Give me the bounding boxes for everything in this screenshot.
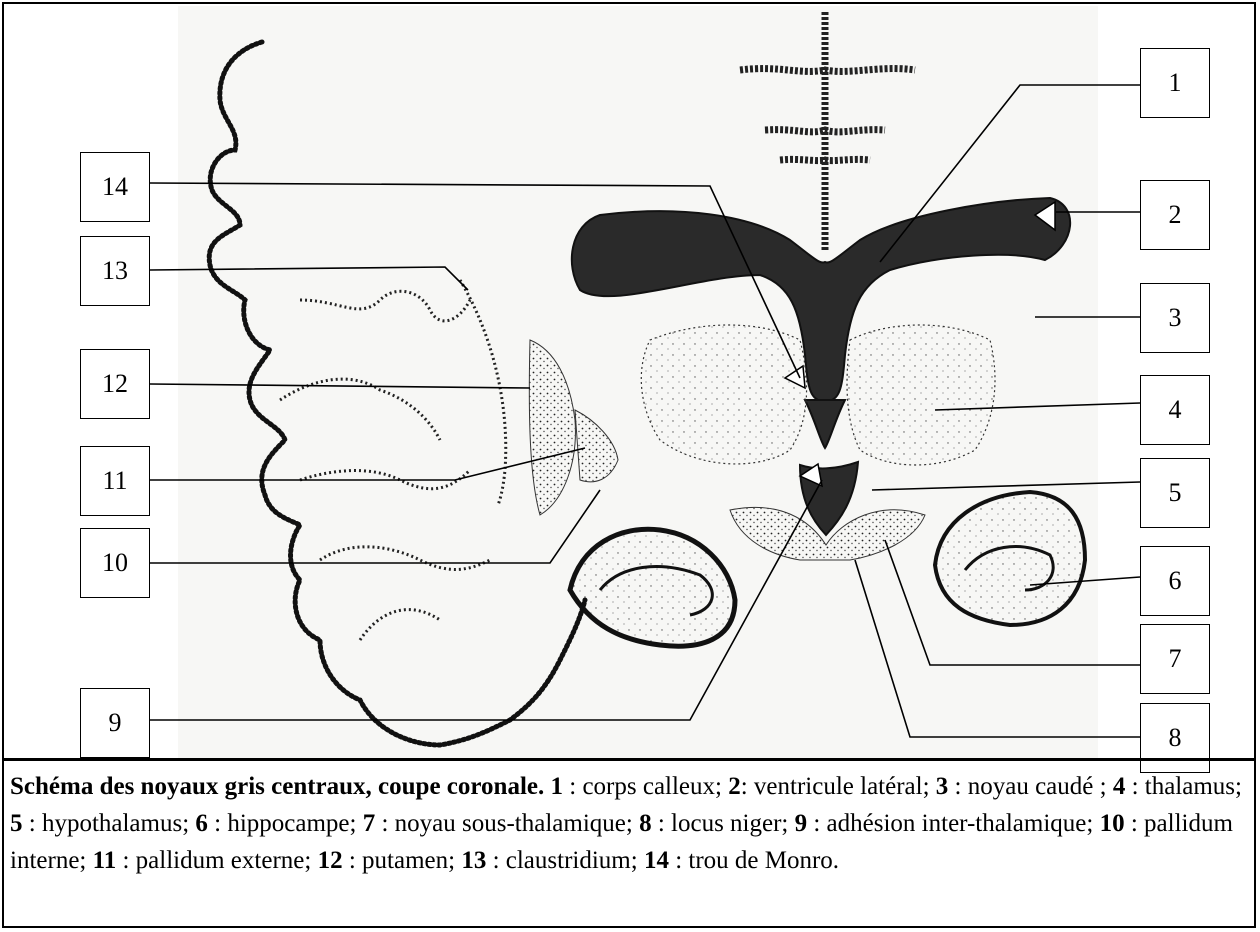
caption-text: : noyau sous-thalamique;	[375, 810, 639, 837]
caption-text: : hypothalamus;	[23, 810, 196, 837]
caption-text: : pallidum externe;	[116, 847, 317, 874]
label-5: 5	[1140, 458, 1210, 528]
brain-drawing	[0, 0, 1260, 760]
label-1: 1	[1140, 48, 1210, 118]
caption-num: 5	[10, 810, 23, 837]
label-12: 12	[80, 349, 150, 419]
figure-caption: Schéma des noyaux gris centraux, coupe c…	[10, 768, 1250, 879]
caption-text: : adhésion inter-thalamique;	[807, 810, 1099, 837]
caption-num: 4	[1113, 773, 1126, 800]
label-4: 4	[1140, 375, 1210, 445]
caption-num: 14	[644, 847, 669, 874]
caption-num: 2	[728, 773, 741, 800]
caption-num: 13	[461, 847, 486, 874]
caption-num: 11	[93, 847, 117, 874]
caption-num: 10	[1100, 810, 1125, 837]
label-6: 6	[1140, 546, 1210, 616]
caption-text: : locus niger;	[652, 810, 795, 837]
brain-coronal-diagram: 1 2 3 4 5 6 7 8 9 10 11 12 13 14	[0, 0, 1260, 760]
label-7: 7	[1140, 624, 1210, 694]
label-10: 10	[80, 528, 150, 598]
caption-num: 6	[195, 810, 208, 837]
caption-num: 8	[639, 810, 652, 837]
caption-text: : putamen;	[343, 847, 462, 874]
caption-text: : ventricule latéral;	[741, 773, 936, 800]
caption-num: 1	[551, 773, 564, 800]
caption-num: 9	[795, 810, 808, 837]
label-11: 11	[80, 446, 150, 516]
label-14: 14	[80, 152, 150, 222]
caption-num: 3	[936, 773, 949, 800]
caption-title: Schéma des noyaux gris centraux, coupe c…	[10, 773, 544, 800]
caption-num: 7	[363, 810, 376, 837]
caption-text: : hippocampe;	[208, 810, 363, 837]
caption-text: : trou de Monro.	[669, 847, 839, 874]
caption-divider	[2, 758, 1256, 761]
caption-text: : corps calleux;	[563, 773, 728, 800]
label-2: 2	[1140, 180, 1210, 250]
label-8: 8	[1140, 703, 1210, 773]
caption-text: : thalamus;	[1125, 773, 1242, 800]
caption-num: 12	[318, 847, 343, 874]
label-3: 3	[1140, 283, 1210, 353]
label-13: 13	[80, 236, 150, 306]
label-9: 9	[80, 688, 150, 758]
caption-text: : claustridium;	[486, 847, 644, 874]
caption-text: : noyau caudé ;	[948, 773, 1113, 800]
